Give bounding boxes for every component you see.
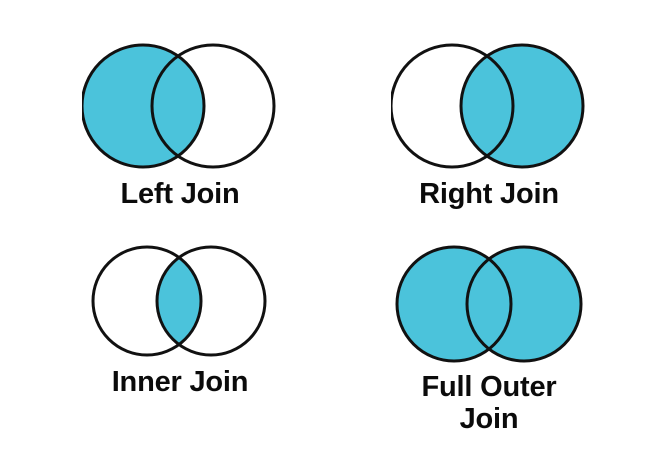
overlap-right-join [461,45,513,167]
label-right-join: Right Join [419,178,559,210]
circle-right-outline-right-join [459,43,585,169]
circle-right-outline-left-join [150,43,276,169]
overlap-inner-join [157,247,201,355]
venn-full-outer-join-svg [395,245,583,363]
circle-left-outline-inner-join [91,245,203,357]
diagram-right-join: Right Join [358,42,620,210]
label-inner-join: Inner Join [111,366,249,398]
venn-left-join [82,42,278,172]
venn-right-join-svg [391,43,585,169]
venn-inner-join-svg [91,245,267,357]
circle-left-outline-full-outer-join [395,245,513,363]
circle-left-outline-left-join [82,43,206,169]
label-full-outer-join: Full Outer Join [421,371,557,436]
venn-right-join [391,42,587,172]
diagram-left-join: Left Join [49,42,311,210]
circle-right-outline-inner-join [155,245,267,357]
venn-inner-join [91,243,269,360]
circle-right-outline-full-outer-join [465,245,583,363]
circle-right-full-outer-join [467,247,581,361]
diagram-inner-join: Inner Join [56,243,304,398]
venn-left-join-svg [82,43,276,169]
circle-left-outline-right-join [391,43,515,169]
overlap-left-join [152,45,204,167]
label-left-join: Left Join [120,178,240,210]
venn-full-outer-join [394,243,584,365]
diagram-full-outer-join: Full Outer Join [358,243,620,436]
